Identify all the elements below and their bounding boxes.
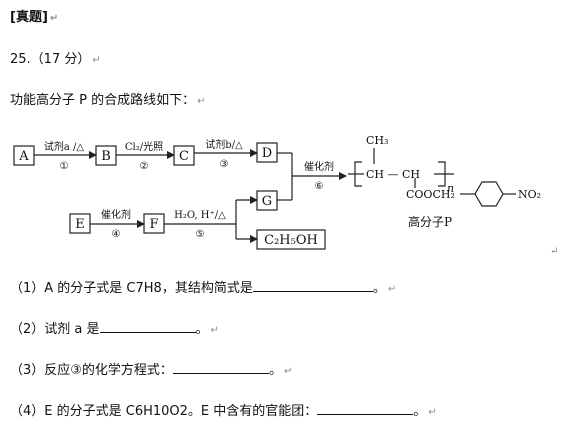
paragraph-mark: ↵ — [49, 13, 59, 24]
node-h-label: C₂H₅OH — [264, 233, 318, 248]
question-1: （1）A 的分子式是 C7H8，其结构简式是 。↵ — [10, 279, 396, 298]
question-intro: 功能高分子 P 的合成路线如下：↵ — [10, 93, 206, 110]
node-c-label: C — [179, 149, 189, 164]
answer-blank-1[interactable] — [252, 279, 373, 292]
paragraph-mark: ↵ — [210, 325, 219, 336]
reagent-6: 催化剂 — [304, 160, 334, 173]
step-5: ⑤ — [196, 229, 205, 240]
question-1-suffix: 。 — [372, 281, 386, 296]
question-1-prefix: （1）A 的分子式是 C7H8，其结构简式是 — [10, 281, 253, 296]
step-1: ① — [60, 161, 69, 172]
node-b-label: B — [101, 149, 111, 164]
question-3-suffix: 。 — [268, 363, 282, 378]
question-4-prefix: （4）E 的分子式是 C6H10O2。E 中含有的官能团： — [10, 404, 318, 419]
question-4: （4）E 的分子式是 C6H10O2。E 中含有的官能团： 。↵ — [10, 402, 437, 421]
step-4: ④ — [112, 229, 121, 240]
synthesis-route-diagram: A B C D E F G C₂H₅OH 试剂a /△ Cl₂/光照 试剂b/△… — [13, 134, 558, 257]
polymer-main-chain: CH — CH — [366, 168, 420, 181]
question-number: 25.（17 分）↵ — [10, 52, 101, 69]
reagent-2: Cl₂/光照 — [125, 140, 163, 153]
question-2: （2）试剂 a 是 。↵ — [10, 320, 219, 339]
paragraph-mark: ↵ — [197, 96, 206, 107]
polymer-n: n — [447, 182, 454, 195]
polymer-label: 高分子P — [408, 214, 452, 229]
header-tag: [真题]↵ — [10, 10, 58, 27]
benzene-ring — [474, 181, 504, 207]
step-2: ② — [140, 161, 149, 172]
paragraph-mark: ↵ — [387, 284, 397, 295]
step-3: ③ — [220, 159, 229, 170]
reagent-5: H₂O, H⁺/△ — [174, 210, 226, 221]
node-g-label: G — [262, 194, 272, 209]
paragraph-mark: ↵ — [283, 366, 293, 377]
node-a-label: A — [18, 149, 29, 164]
question-3: （3）反应③的化学方程式： 。↵ — [10, 361, 292, 380]
answer-blank-4[interactable] — [317, 402, 414, 415]
polymer-ester: COOCH₂ — [406, 188, 455, 201]
node-f-label: F — [149, 217, 158, 232]
reagent-1: 试剂a /△ — [44, 140, 85, 153]
question-4-suffix: 。 — [413, 404, 427, 419]
node-e-label: E — [75, 217, 85, 232]
answer-blank-3[interactable] — [172, 361, 269, 374]
question-intro-text: 功能高分子 P 的合成路线如下： — [10, 93, 196, 108]
reagent-3: 试剂b/△ — [205, 138, 243, 151]
question-3-prefix: （3）反应③的化学方程式： — [10, 363, 173, 378]
polymer-ch3: CH₃ — [366, 134, 388, 147]
step-6: ⑥ — [315, 181, 324, 192]
paragraph-mark: ↵ — [428, 407, 437, 418]
polymer-nitro: NO₂ — [518, 188, 541, 201]
question-2-prefix: （2）试剂 a 是 — [10, 322, 100, 337]
node-d-label: D — [262, 146, 272, 161]
question-2-suffix: 。 — [195, 322, 209, 337]
paragraph-mark: ↵ — [92, 55, 101, 66]
answer-blank-2[interactable] — [99, 320, 196, 333]
reagent-4: 催化剂 — [101, 208, 131, 221]
diagram-paragraph-mark: ↵ — [550, 246, 558, 257]
question-number-text: 25.（17 分） — [10, 52, 91, 67]
header-tag-text: [真题] — [10, 10, 48, 25]
